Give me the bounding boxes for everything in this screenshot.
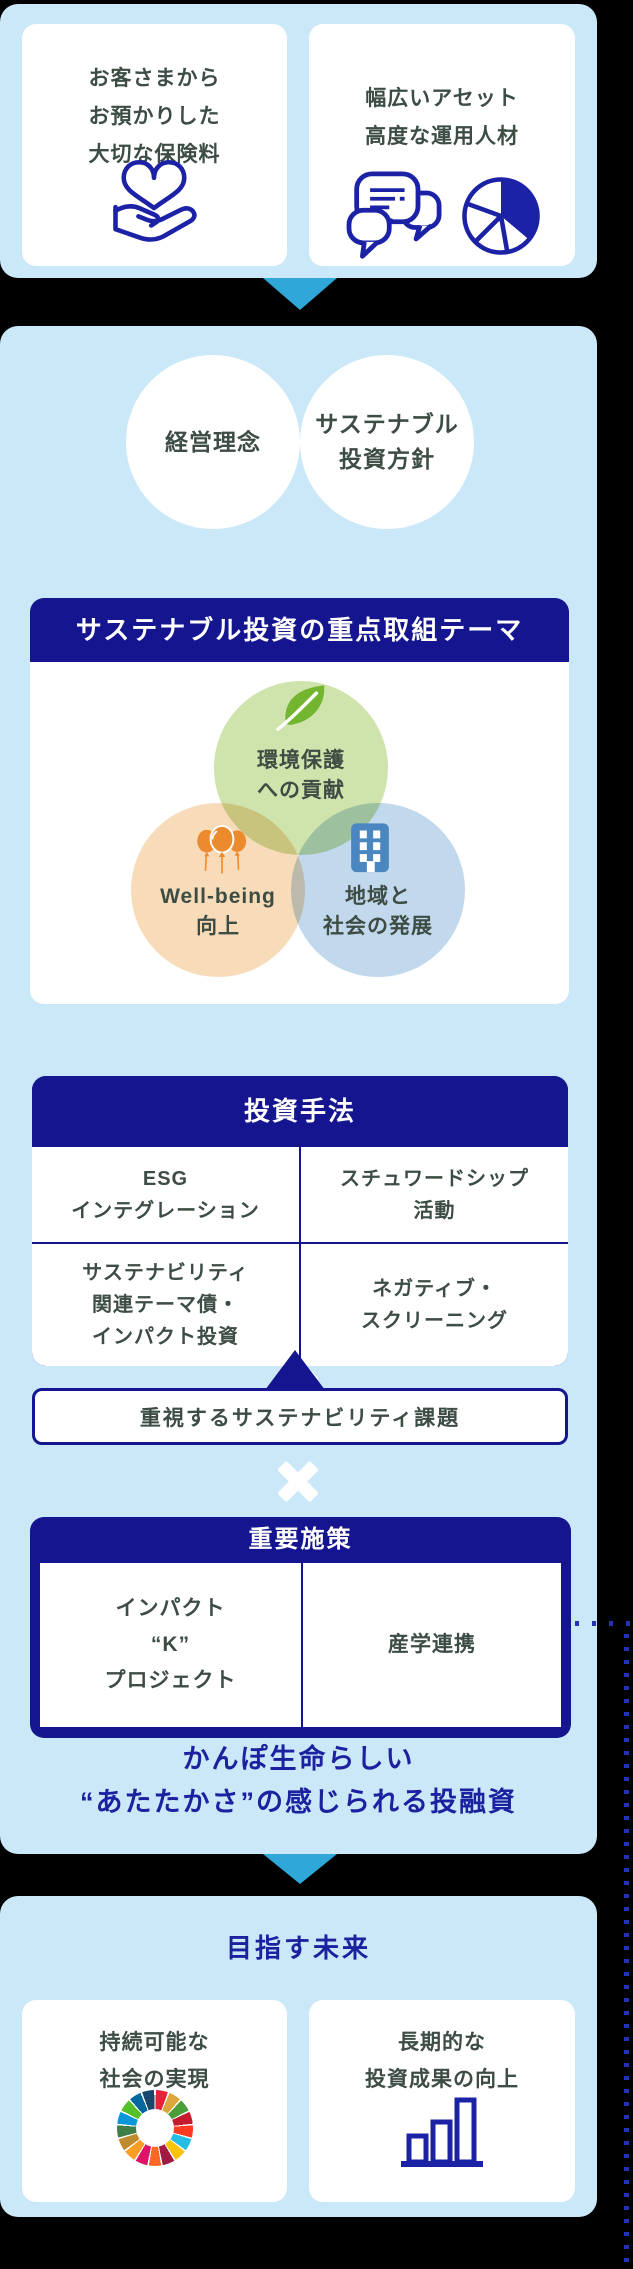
method-cell-esg-integration: ESG インテグレーション: [32, 1147, 299, 1242]
title-line: 長期的な: [398, 2031, 486, 2054]
cell-line: 関連テーマ債・: [92, 1294, 239, 1316]
venn-label-line: 社会の発展: [323, 915, 433, 938]
methods-header: 投資手法: [32, 1076, 568, 1147]
card-assets-title: 幅広いアセット 高度な運用人材: [309, 24, 575, 156]
slogan-line: かんぽ生命らしい: [182, 1744, 415, 1774]
card-methods: 投資手法 ESG インテグレーション スチュワードシップ 活動 サステナビリティ…: [32, 1076, 568, 1366]
method-cell-negative-screening: ネガティブ・ スクリーニング: [301, 1244, 568, 1366]
venn-label-environment: 環境保護 への貢献: [181, 746, 421, 806]
circle-sustainable-policy: サステナブル 投資方針: [300, 355, 474, 529]
measure-cell-k-project: インパクト “K” プロジェクト: [40, 1563, 301, 1727]
cell-line: 産学連携: [388, 1633, 476, 1656]
issues-box-label: 重視するサステナビリティ課題: [139, 1406, 461, 1430]
cell-line: サステナビリティ: [82, 1262, 249, 1284]
title-line: 持続可能な: [99, 2031, 210, 2054]
panel-framework: 経営理念 サステナブル 投資方針 サステナブル投資の重点取組テーマ: [0, 326, 597, 1854]
slogan-line: “あたたかさ”の感じられる投融資: [80, 1787, 517, 1817]
title-line: お客さまから: [88, 67, 221, 90]
cell-line: スクリーニング: [361, 1310, 508, 1332]
cell-line: インパクト投資: [92, 1326, 239, 1348]
speech-bubbles-icon: [346, 171, 442, 259]
methods-grid: ESG インテグレーション スチュワードシップ 活動 サステナビリティ 関連テー…: [32, 1147, 568, 1366]
title-line: 幅広いアセット: [365, 87, 519, 110]
future-title: 目指す未来: [225, 1933, 371, 1963]
leaf-icon: [276, 685, 325, 731]
circle-management-philosophy: 経営理念: [126, 355, 300, 529]
card-themes: サステナブル投資の重点取組テーマ: [30, 598, 569, 1004]
circle-label-line: サステナブル: [315, 411, 459, 437]
multiply-icon-3: [275, 1459, 321, 1505]
sdgs-wheel-icon: [117, 2090, 193, 2166]
venn-label-line: Well-being: [160, 885, 276, 908]
up-triangle-icon: [265, 1350, 325, 1390]
venn-label-line: への貢献: [257, 779, 345, 802]
card-assets: 幅広いアセット 高度な運用人材: [309, 24, 575, 266]
themes-header: サステナブル投資の重点取組テーマ: [30, 598, 569, 662]
cell-line: “K”: [150, 1633, 191, 1656]
venn-diagram: 環境保護 への貢献 Well-being 向上 地域と 社会の発展: [30, 662, 569, 1004]
building-icon: [351, 823, 389, 873]
cell-line: ネガティブ・: [372, 1278, 497, 1300]
venn-label-line: 環境保護: [257, 749, 345, 772]
measure-cell-industry-academia: 産学連携: [303, 1563, 561, 1727]
circle-label-line: 投資方針: [339, 446, 435, 472]
venn-label-wellbeing: Well-being 向上: [108, 882, 328, 942]
venn-label-community: 地域と 社会の発展: [268, 882, 488, 942]
bar-chart-icon: [401, 2097, 483, 2167]
card-investment-results: 長期的な 投資成果の向上: [309, 2000, 575, 2202]
card-title: 持続可能な 社会の実現: [22, 2000, 287, 2098]
dotted-connector-vertical: [624, 1634, 629, 2269]
card-title: 長期的な 投資成果の向上: [309, 2000, 575, 2098]
cell-line: スチュワードシップ: [340, 1167, 529, 1190]
card-key-measures: 重要施策 インパクト “K” プロジェクト 産学連携: [30, 1517, 571, 1738]
cell-line: 活動: [413, 1199, 456, 1222]
title-line: 投資成果の向上: [365, 2068, 519, 2091]
card-sustainable-society: 持続可能な 社会の実現: [22, 2000, 287, 2202]
cell-line: プロジェクト: [104, 1669, 237, 1692]
panel-future: 目指す未来 持続可能な 社会の実現 長期的な 投資成果の向上: [0, 1896, 597, 2217]
down-arrow-icon-2: [263, 1854, 337, 1884]
cell-line: インパクト: [115, 1597, 226, 1620]
sustainability-issues-box: 重視するサステナビリティ課題: [32, 1388, 568, 1445]
balloons-icon: [197, 824, 247, 874]
down-arrow-icon: [263, 278, 337, 310]
panel-inputs: お客さまから お預かりした 大切な保険料 幅広いアセット 高度な運用人材: [0, 4, 597, 278]
pie-chart-icon: [462, 177, 540, 255]
card-premiums-title: お客さまから お預かりした 大切な保険料: [22, 24, 287, 174]
cell-line: インテグレーション: [71, 1199, 260, 1222]
title-line: お預かりした: [88, 105, 221, 128]
venn-label-line: 地域と: [345, 885, 411, 908]
title-line: 高度な運用人材: [365, 125, 519, 148]
circle-label-line: 経営理念: [165, 428, 261, 455]
card-premiums: お客さまから お預かりした 大切な保険料: [22, 24, 287, 266]
venn-label-line: 向上: [196, 915, 240, 938]
heart-in-hand-icon: [113, 159, 197, 242]
method-cell-stewardship: スチュワードシップ 活動: [301, 1147, 568, 1242]
cell-line: ESG: [142, 1167, 189, 1190]
title-line: 大切な保険料: [88, 143, 221, 166]
measures-header: 重要施策: [248, 1526, 353, 1553]
slogan: かんぽ生命らしい “あたたかさ”の感じられる投融資: [0, 1738, 597, 1824]
method-cell-theme-bonds-impact: サステナビリティ 関連テーマ債・ インパクト投資: [32, 1244, 299, 1366]
dotted-connector-horizontal: [575, 1621, 633, 1626]
title-line: 社会の実現: [99, 2068, 210, 2091]
